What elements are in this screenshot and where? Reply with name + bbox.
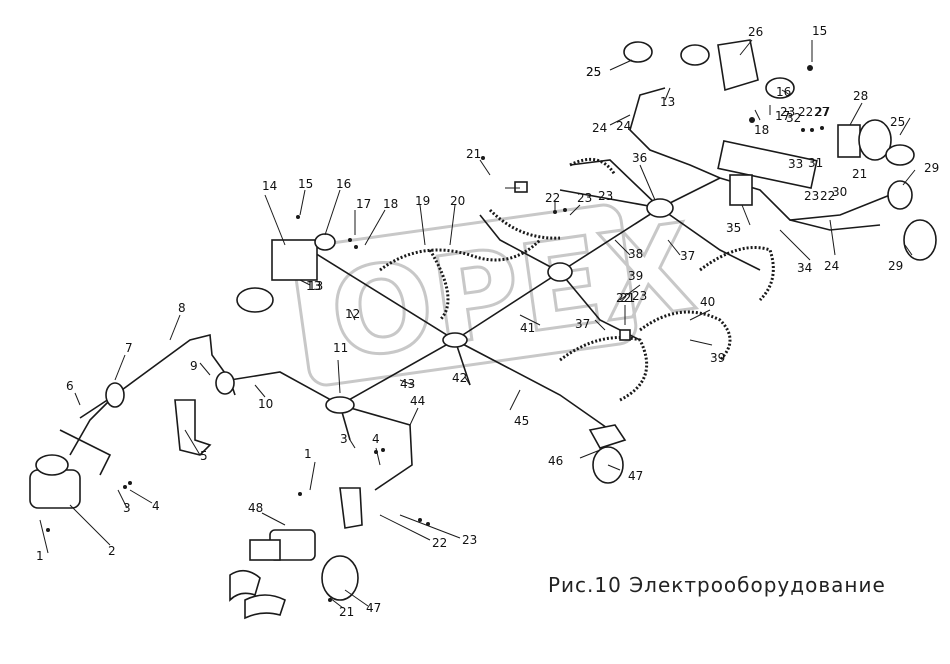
part-label-19: 19: [415, 194, 430, 208]
part-label-16: 16: [776, 85, 791, 99]
part-label-17: 17: [356, 197, 371, 211]
part-label-26: 26: [748, 25, 763, 39]
part-label-9: 9: [190, 359, 198, 373]
part-label-12: 12: [345, 307, 360, 321]
junction-nodes: [105, 198, 674, 414]
part-label-45: 45: [514, 414, 529, 428]
part-label-47: 47: [366, 601, 381, 615]
part-label-38: 38: [628, 247, 643, 261]
part-label-7: 7: [125, 341, 133, 355]
part-label-29: 29: [888, 259, 903, 273]
part-label-21: 21: [466, 147, 481, 161]
part-label-46: 46: [548, 454, 563, 468]
part-label-13: 13: [308, 279, 323, 293]
part-label-23: 23: [462, 533, 477, 547]
part-label-42: 42: [452, 371, 467, 385]
part-label-22: 22: [432, 536, 447, 550]
part-label-2: 2: [108, 544, 116, 558]
part-label-23: 23: [804, 189, 819, 203]
part-label-43: 43: [400, 377, 415, 391]
part-label-4: 4: [152, 499, 160, 513]
part-label-23: 23: [598, 189, 613, 203]
leader-lines: [39, 39, 916, 609]
part-label-29: 29: [924, 161, 939, 175]
part-label-11: 11: [333, 341, 348, 355]
components: [29, 39, 937, 620]
part-label-6: 6: [66, 379, 74, 393]
part-label-10: 10: [258, 397, 273, 411]
part-label-13: 13: [306, 279, 321, 293]
part-label-18: 18: [754, 123, 769, 137]
part-label-35: 35: [726, 221, 741, 235]
part-label-3: 3: [123, 501, 131, 515]
fasteners: [46, 65, 824, 602]
part-label-1: 1: [36, 549, 44, 563]
part-label-18: 18: [383, 197, 398, 211]
part-label-27: 27: [814, 105, 829, 119]
part-label-48: 48: [248, 501, 263, 515]
part-label-40: 40: [700, 295, 715, 309]
part-label-33: 33: [788, 157, 803, 171]
part-label-23: 23: [577, 191, 592, 205]
part-label-13: 13: [660, 95, 675, 109]
part-label-25: 25: [586, 65, 601, 79]
part-label-22: 22: [798, 105, 813, 119]
part-label-22: 22: [616, 291, 631, 305]
part-label-25: 25: [890, 115, 905, 129]
part-label-15: 15: [298, 177, 313, 191]
part-label-37: 37: [575, 317, 590, 331]
part-label-16: 16: [336, 177, 351, 191]
part-label-28: 28: [853, 89, 868, 103]
part-label-25: 25: [586, 65, 601, 79]
part-label-1: 1: [304, 447, 312, 461]
part-label-21: 21: [339, 605, 354, 619]
part-label-5: 5: [200, 449, 208, 463]
part-label-21: 21: [620, 291, 635, 305]
part-label-17: 17: [775, 109, 790, 123]
part-label-15: 15: [812, 24, 827, 38]
part-label-21: 21: [852, 167, 867, 181]
part-label-23: 23: [632, 289, 647, 303]
part-label-4: 4: [372, 432, 380, 446]
part-label-14: 14: [262, 179, 277, 193]
coiled-wires: [379, 157, 775, 402]
part-label-22: 22: [820, 189, 835, 203]
part-label-32: 32: [786, 111, 801, 125]
part-label-31: 31: [808, 156, 823, 170]
part-label-24: 24: [616, 119, 631, 133]
part-label-44: 44: [410, 394, 425, 408]
part-label-36: 36: [632, 151, 647, 165]
part-label-30: 30: [832, 185, 847, 199]
part-label-24: 24: [592, 121, 607, 135]
part-label-27: 27: [815, 105, 830, 119]
part-label-22: 22: [545, 191, 560, 205]
relay-box-part: [271, 239, 318, 281]
part-label-39: 39: [628, 269, 643, 283]
figure-caption: Рис.10 Электрооборудование: [548, 573, 886, 597]
headlamp-part: [29, 469, 81, 509]
part-label-20: 20: [450, 194, 465, 208]
part-label-37: 37: [680, 249, 695, 263]
part-label-47: 47: [628, 469, 643, 483]
part-label-23: 23: [780, 105, 795, 119]
part-label-41: 41: [520, 321, 535, 335]
part-label-24: 24: [824, 259, 839, 273]
part-label-3: 3: [340, 432, 348, 446]
part-label-34: 34: [797, 261, 812, 275]
part-label-39: 39: [710, 351, 725, 365]
part-label-8: 8: [178, 301, 186, 315]
